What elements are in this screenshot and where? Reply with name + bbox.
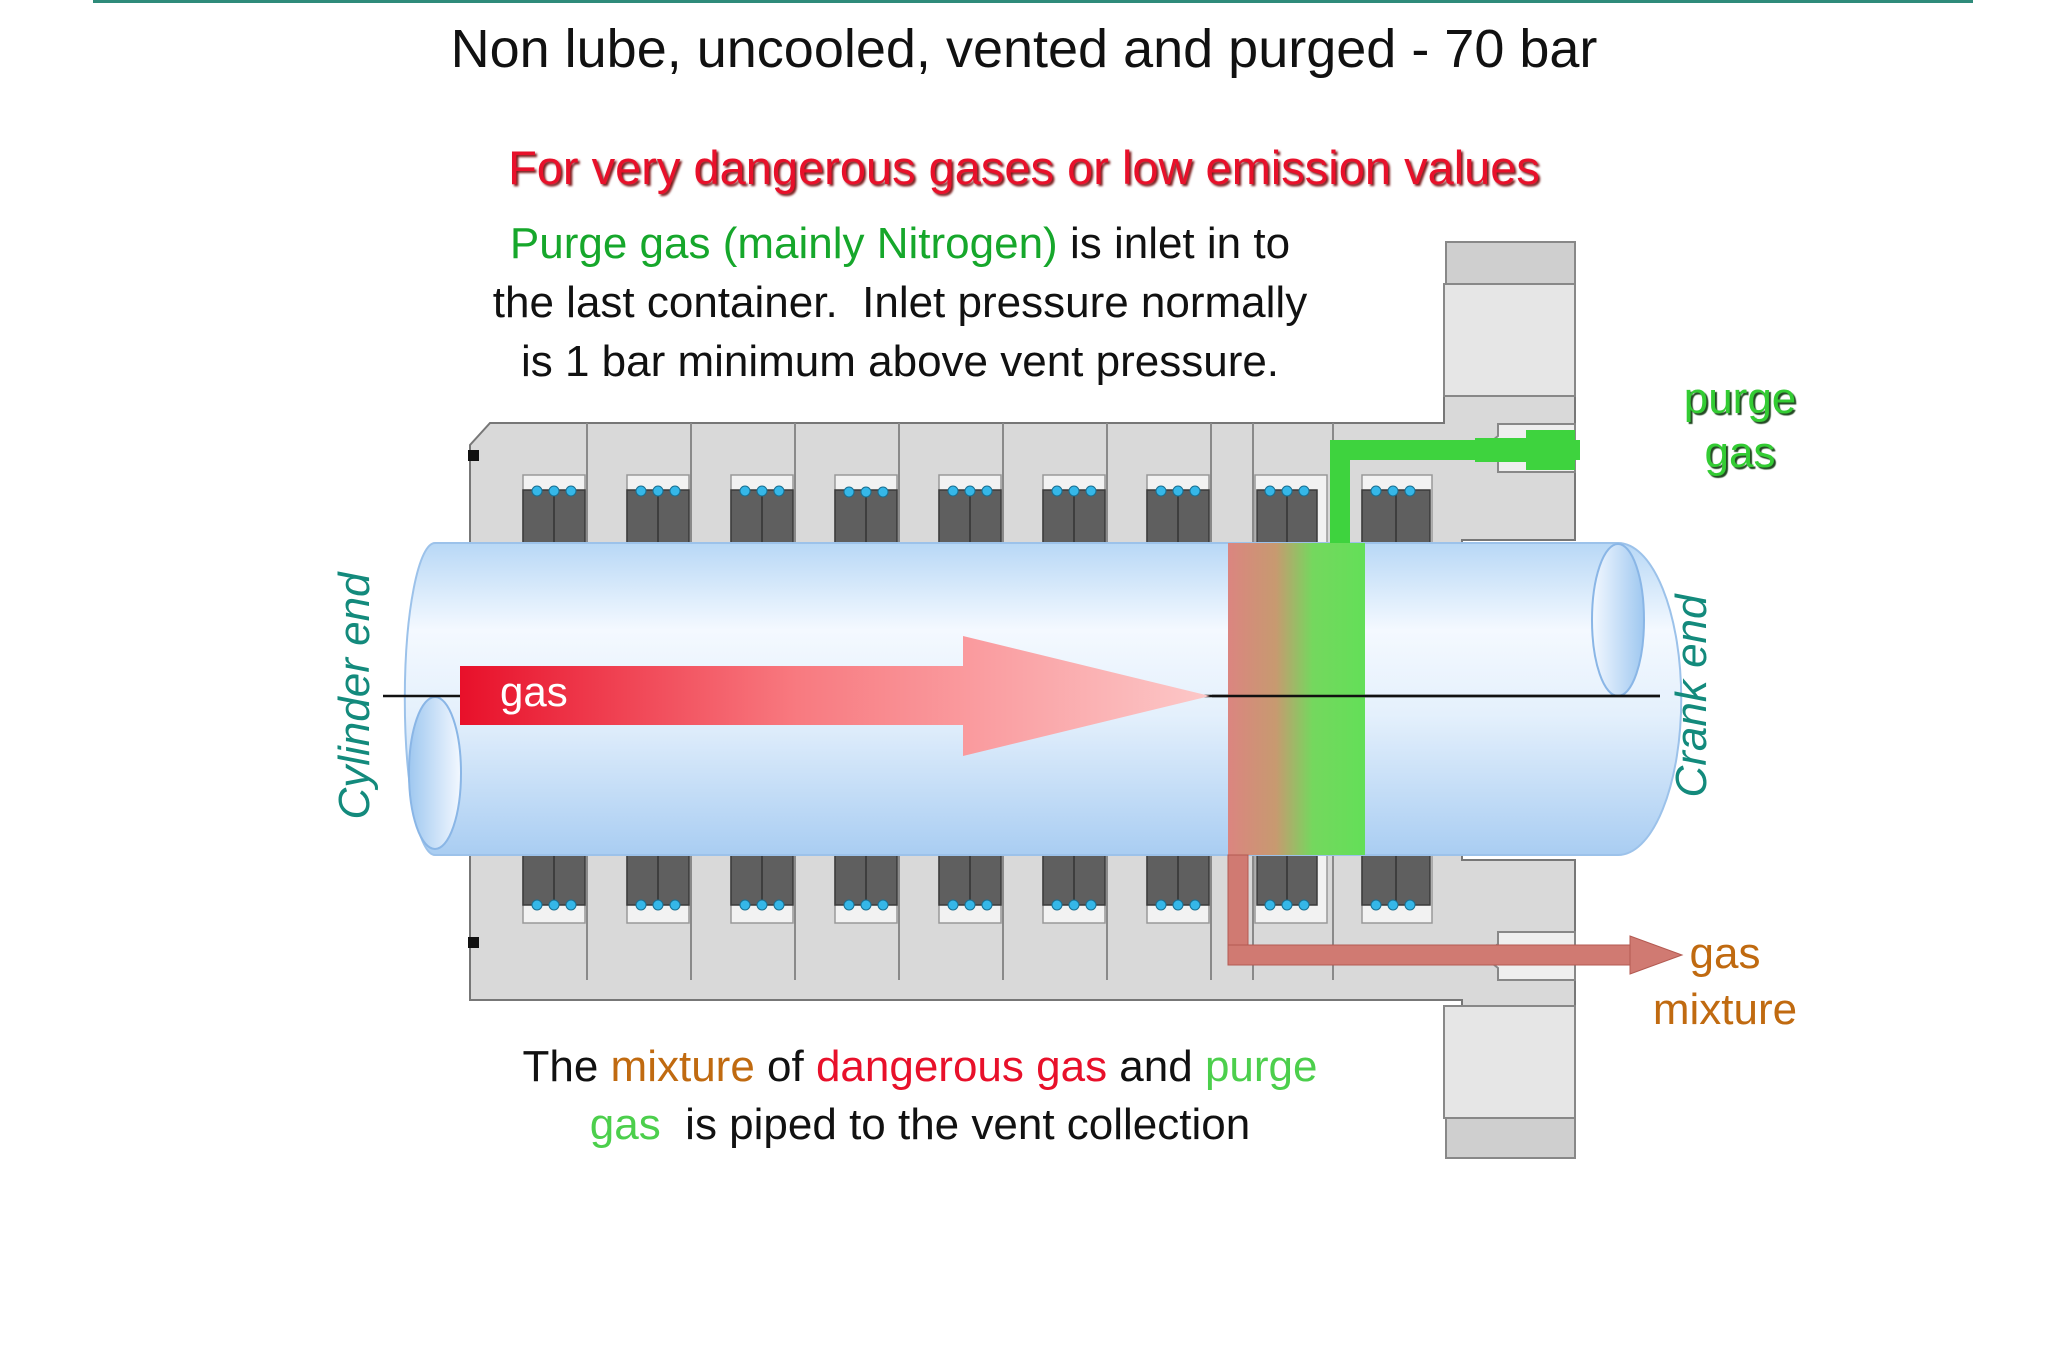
crank-end-label: Crank end xyxy=(1667,594,1716,798)
purge-description-line1: is inlet in to xyxy=(1057,219,1291,268)
vent-desc-w5: and xyxy=(1107,1042,1205,1091)
alignment-mark-bottom xyxy=(468,937,479,948)
purge-gas-label-line2: gas xyxy=(1704,428,1776,477)
rod-end-left xyxy=(408,696,462,850)
purge-gas-label-line1: purge xyxy=(1683,374,1797,423)
alignment-mark-top xyxy=(468,450,479,461)
slide-subtitle: For very dangerous gases or low emission… xyxy=(508,141,1540,194)
gas-mixture-label: gas mixture xyxy=(1640,926,1810,1038)
purge-gas-phrase: Purge gas (mainly Nitrogen) xyxy=(509,219,1058,268)
vent-pipe xyxy=(1227,854,1684,975)
vent-desc-w1: The xyxy=(522,1042,611,1091)
vent-desc-dangerous-gas: dangerous gas xyxy=(815,1042,1108,1091)
cylinder-end-label: Cylinder end xyxy=(330,572,379,820)
purge-gas-inlet xyxy=(1330,430,1580,543)
purge-description-line3: is 1 bar minimum above vent pressure. xyxy=(520,337,1280,386)
vent-desc-w3: of xyxy=(754,1042,816,1091)
purge-description-line2: the last container. Inlet pressure norma… xyxy=(492,278,1308,327)
rod-end-right xyxy=(1591,543,1645,697)
garter-springs xyxy=(531,485,1416,911)
gas-flow-arrow xyxy=(460,636,1210,756)
gas-arrow-label: gas xyxy=(500,668,568,715)
packing-rings-top xyxy=(522,489,1431,544)
purge-description: Purge gas (mainly Nitrogen) is inlet in … xyxy=(400,214,1400,391)
purge-mixing-band xyxy=(1228,543,1365,855)
packing-rings-bottom xyxy=(522,854,1431,906)
slide-title: Non lube, uncooled, vented and purged - … xyxy=(450,19,1598,79)
vent-desc-mixture: mixture xyxy=(610,1042,755,1091)
vent-desc-rest: is piped to the vent collection xyxy=(660,1100,1251,1149)
vent-desc-purge: purge xyxy=(1204,1042,1318,1091)
gas-mixture-label-line1: gas xyxy=(1689,929,1761,978)
purge-gas-label: purge gas xyxy=(1660,372,1820,480)
top-divider-line xyxy=(93,0,1973,3)
vent-desc-gas: gas xyxy=(589,1100,661,1149)
vent-description: The mixture of dangerous gas and purge g… xyxy=(420,1038,1420,1154)
gas-mixture-label-line2: mixture xyxy=(1652,985,1798,1034)
